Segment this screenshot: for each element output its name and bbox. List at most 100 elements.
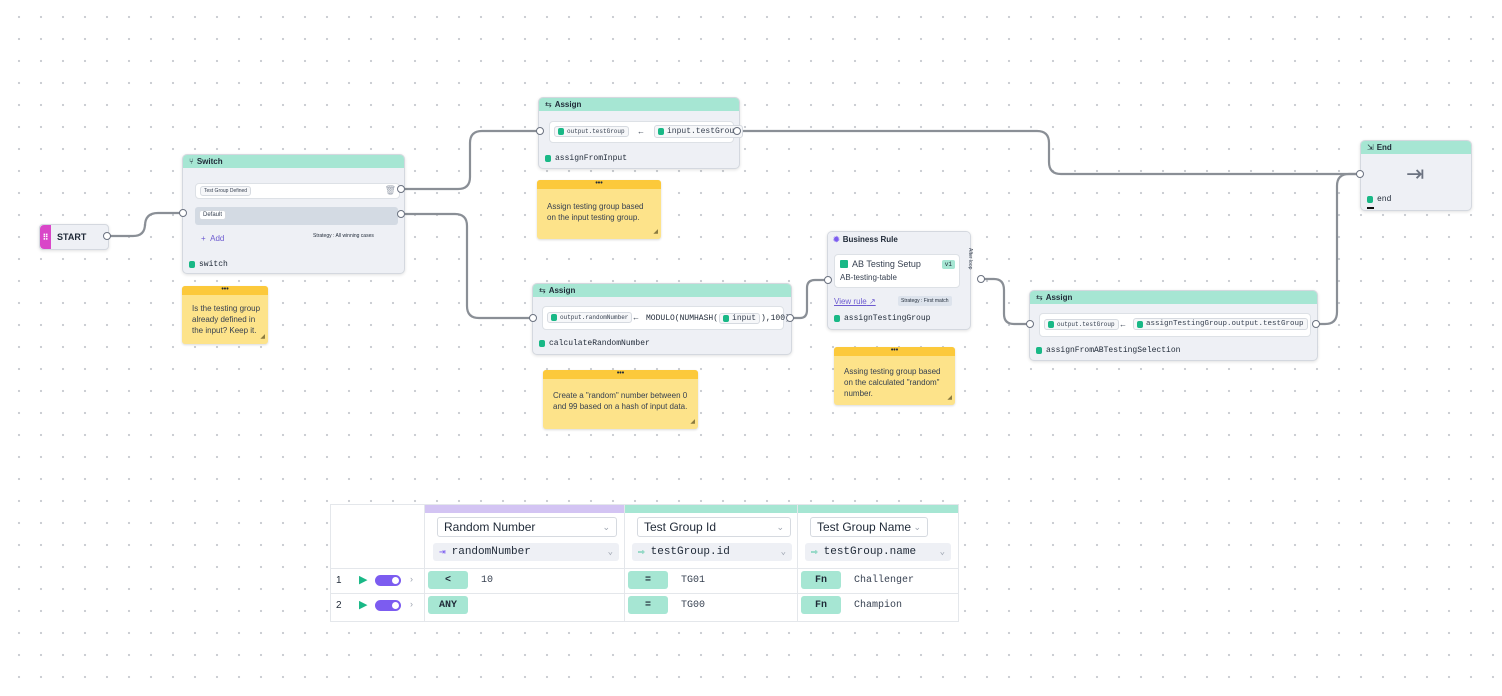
assign2-output-port[interactable]	[786, 314, 794, 322]
assign-node-3[interactable]: ⇆ Assign output.testGroup ← assignTestin…	[1029, 290, 1318, 361]
rule-name: AB Testing Setup	[852, 259, 921, 269]
end-header: ⇲ End	[1361, 141, 1471, 154]
cell-value[interactable]: 10	[481, 575, 494, 586]
assign3-output-port[interactable]	[1312, 320, 1320, 328]
note-drag-bar[interactable]: •••	[537, 180, 661, 189]
divider	[797, 505, 798, 621]
chevron-down-icon: ⌄	[607, 547, 613, 557]
chevron-right-icon[interactable]: ›	[410, 599, 413, 609]
sticky-note-2[interactable]: ••• Assign testing group based on the in…	[537, 180, 661, 239]
output-icon: ⇨	[638, 547, 645, 559]
column-select-test-group-id[interactable]: Test Group Id⌄	[637, 517, 791, 537]
resize-icon[interactable]: ◢	[690, 419, 695, 425]
gear-icon: ✹	[833, 234, 840, 244]
sticky-note-4[interactable]: ••• Assing testing group based on the ca…	[834, 347, 955, 405]
assign2-formula[interactable]: MODULO(NUMHASH( input ),100)	[646, 313, 790, 324]
cell-value[interactable]: TG00	[681, 600, 706, 611]
assign1-source[interactable]: input.testGroup	[654, 125, 744, 138]
rule-table: AB-testing-table	[840, 273, 897, 282]
start-node[interactable]: ⠿ START	[39, 224, 109, 250]
assign3-target[interactable]: output.testGroup	[1044, 319, 1119, 330]
switch-case1-port[interactable]	[397, 185, 405, 193]
note3-line2: and 99 based on a hash of input data.	[553, 402, 688, 411]
database-icon	[558, 128, 564, 135]
table-row[interactable]: 2 ▶ › ANY = TG00 Fn Champion	[331, 593, 958, 618]
note-drag-bar[interactable]: •••	[182, 286, 268, 295]
end-input-port[interactable]	[1356, 170, 1364, 178]
play-icon[interactable]: ▶	[359, 599, 368, 611]
business-footer: assignTestingGroup	[834, 314, 930, 323]
assign3-input-port[interactable]	[1026, 320, 1034, 328]
operator-badge[interactable]: ANY	[428, 596, 468, 614]
assign1-expression[interactable]: output.testGroup ← input.testGroup	[549, 121, 744, 143]
resize-icon[interactable]: ◢	[947, 395, 952, 401]
assign3-expression[interactable]: output.testGroup ← assignTestingGroup.ou…	[1039, 313, 1311, 337]
trash-icon[interactable]: 🗑	[384, 185, 396, 195]
switch-node[interactable]: ⑂ Switch Test Group Defined 🗑 Default + …	[182, 154, 405, 274]
version-badge: v1	[941, 260, 955, 269]
resize-icon[interactable]: ◢	[653, 229, 658, 235]
formula-variable[interactable]: input	[719, 313, 761, 324]
note-drag-bar[interactable]: •••	[543, 370, 698, 379]
assign-icon: ⇆	[545, 100, 552, 109]
cell-value[interactable]: Champion	[854, 600, 903, 611]
chevron-down-icon: ⌄	[776, 521, 784, 532]
business-input-port[interactable]	[824, 276, 832, 284]
function-badge[interactable]: Fn	[801, 571, 841, 589]
column-path-random-number[interactable]: ⇥randomNumber⌄	[433, 543, 619, 561]
resize-icon[interactable]: ◢	[260, 334, 265, 340]
play-icon[interactable]: ▶	[359, 574, 368, 586]
assign1-target[interactable]: output.testGroup	[554, 126, 629, 137]
assign2-target[interactable]: output.randomNumber	[547, 312, 633, 323]
assign3-source[interactable]: assignTestingGroup.output.testGroup	[1133, 318, 1308, 330]
note1-line1: Is the testing group	[192, 304, 261, 313]
column-select-random-number[interactable]: Random Number⌄	[437, 517, 617, 537]
business-rule-card[interactable]: AB Testing Setup AB-testing-table v1	[834, 254, 960, 288]
assign1-input-port[interactable]	[536, 127, 544, 135]
database-icon	[551, 314, 557, 321]
edge-switch-assign1	[399, 129, 542, 191]
operator-badge[interactable]: <	[428, 571, 468, 589]
chevron-right-icon[interactable]: ›	[410, 574, 413, 584]
row-toggle[interactable]	[375, 575, 401, 586]
switch-default-row[interactable]: Default	[195, 207, 398, 225]
cell-value[interactable]: Challenger	[854, 575, 915, 586]
output-column-bar-2	[798, 505, 958, 513]
table-icon	[840, 260, 848, 268]
table-row[interactable]: 1 ▶ › < 10 = TG01 Fn Challenger	[331, 568, 958, 593]
business-strategy: Strategy : First match	[898, 296, 952, 306]
start-output-port[interactable]	[103, 232, 111, 240]
row-toggle[interactable]	[375, 600, 401, 611]
add-case-button[interactable]: + Add	[201, 234, 225, 243]
after-loop-label: After loop	[967, 248, 973, 270]
switch-input-port[interactable]	[179, 209, 187, 217]
business-rule-node[interactable]: ✹ Business Rule AB Testing Setup AB-test…	[827, 231, 973, 330]
operator-badge[interactable]: =	[628, 596, 668, 614]
start-label: START	[57, 232, 87, 242]
assign3-title: Assign	[1045, 293, 1073, 302]
external-link-icon: ↗	[869, 297, 876, 306]
assign2-input-port[interactable]	[529, 314, 537, 322]
function-badge[interactable]: Fn	[801, 596, 841, 614]
column-path-test-group-name[interactable]: ⇨testGroup.name⌄	[805, 543, 951, 561]
operator-badge[interactable]: =	[628, 571, 668, 589]
view-rule-link[interactable]: View rule ↗	[834, 297, 876, 306]
assign-node-2[interactable]: ⇆ Assign output.randomNumber ← MODULO(NU…	[532, 283, 792, 355]
switch-default-port[interactable]	[397, 210, 405, 218]
drag-handle-icon[interactable]: ⠿	[40, 225, 51, 249]
business-output-port[interactable]	[977, 275, 985, 283]
note-drag-bar[interactable]: •••	[834, 347, 955, 356]
decision-table[interactable]: Random Number⌄ ⇥randomNumber⌄ Test Group…	[330, 504, 959, 622]
assign1-output-port[interactable]	[733, 127, 741, 135]
assign2-expression[interactable]: output.randomNumber ← MODULO(NUMHASH( in…	[542, 306, 790, 330]
assign-node-1[interactable]: ⇆ Assign output.testGroup ← input.testGr…	[538, 97, 744, 169]
sticky-note-1[interactable]: ••• Is the testing group already defined…	[182, 286, 268, 344]
sticky-note-3[interactable]: ••• Create a "random" number between 0 a…	[543, 370, 698, 429]
switch-case-row[interactable]: Test Group Defined 🗑	[195, 183, 400, 199]
column-select-test-group-name[interactable]: Test Group Name⌄	[810, 517, 928, 537]
default-label: Default	[199, 210, 227, 220]
column-path-test-group-id[interactable]: ⇨testGroup.id⌄	[632, 543, 792, 561]
assign3-header: ⇆ Assign	[1030, 291, 1317, 304]
end-node[interactable]: ⇲ End ⇥ end	[1360, 140, 1472, 211]
cell-value[interactable]: TG01	[681, 575, 706, 586]
